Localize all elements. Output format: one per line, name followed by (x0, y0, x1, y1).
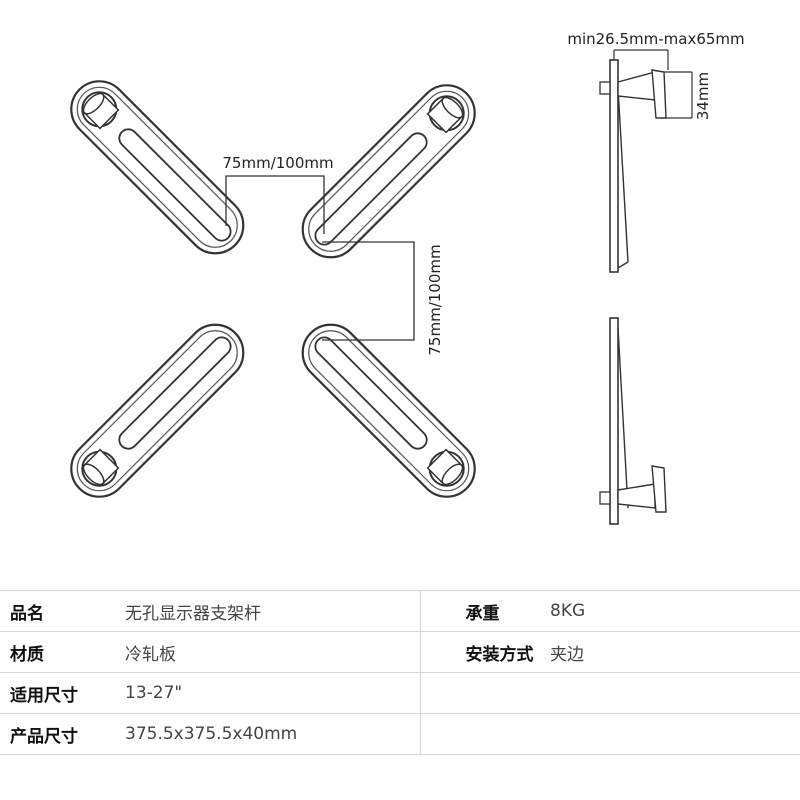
spec-label (419, 713, 550, 755)
spec-value (550, 672, 800, 714)
spec-value: 夹边 (550, 631, 800, 673)
spec-row: 产品尺寸 375.5x375.5x40mm (0, 713, 800, 755)
arm-bottom-left (58, 312, 256, 510)
spec-label: 承重 (419, 590, 550, 632)
clamp-range-label: min26.5mm-max65mm (567, 30, 744, 48)
spec-label: 材质 (0, 631, 125, 673)
spec-table: 品名 无孔显示器支架杆 承重 8KG 材质 冷轧板 安装方式 夹边 适用尺寸 1… (0, 590, 800, 755)
clamp-height-label: 34mm (694, 72, 712, 120)
arm-bottom-right (290, 312, 488, 510)
spec-label: 适用尺寸 (0, 672, 125, 714)
spec-label: 产品尺寸 (0, 713, 125, 755)
spec-value (550, 713, 800, 755)
spec-row: 适用尺寸 13-27" (0, 672, 800, 714)
spec-value: 13-27" (125, 672, 420, 714)
spec-row: 品名 无孔显示器支架杆 承重 8KG (0, 590, 800, 632)
spec-label: 安装方式 (419, 631, 550, 673)
spec-value: 375.5x375.5x40mm (125, 713, 420, 755)
dimension-vertical-label: 75mm/100mm (426, 244, 444, 355)
spec-value: 8KG (550, 590, 800, 632)
product-drawing: 75mm/100mm 75mm/100mm min26.5mm-max65mm … (58, 30, 745, 525)
dimension-vertical: 75mm/100mm (322, 241, 444, 356)
side-view: min26.5mm-max65mm 34mm (567, 30, 745, 525)
spec-label: 品名 (0, 590, 125, 632)
dimension-horizontal-label: 75mm/100mm (222, 154, 333, 172)
dimension-horizontal: 75mm/100mm (222, 154, 334, 234)
spec-label (419, 672, 550, 714)
spec-value: 冷轧板 (125, 631, 420, 673)
spec-row: 材质 冷轧板 安装方式 夹边 (0, 631, 800, 673)
spec-value: 无孔显示器支架杆 (125, 590, 420, 632)
